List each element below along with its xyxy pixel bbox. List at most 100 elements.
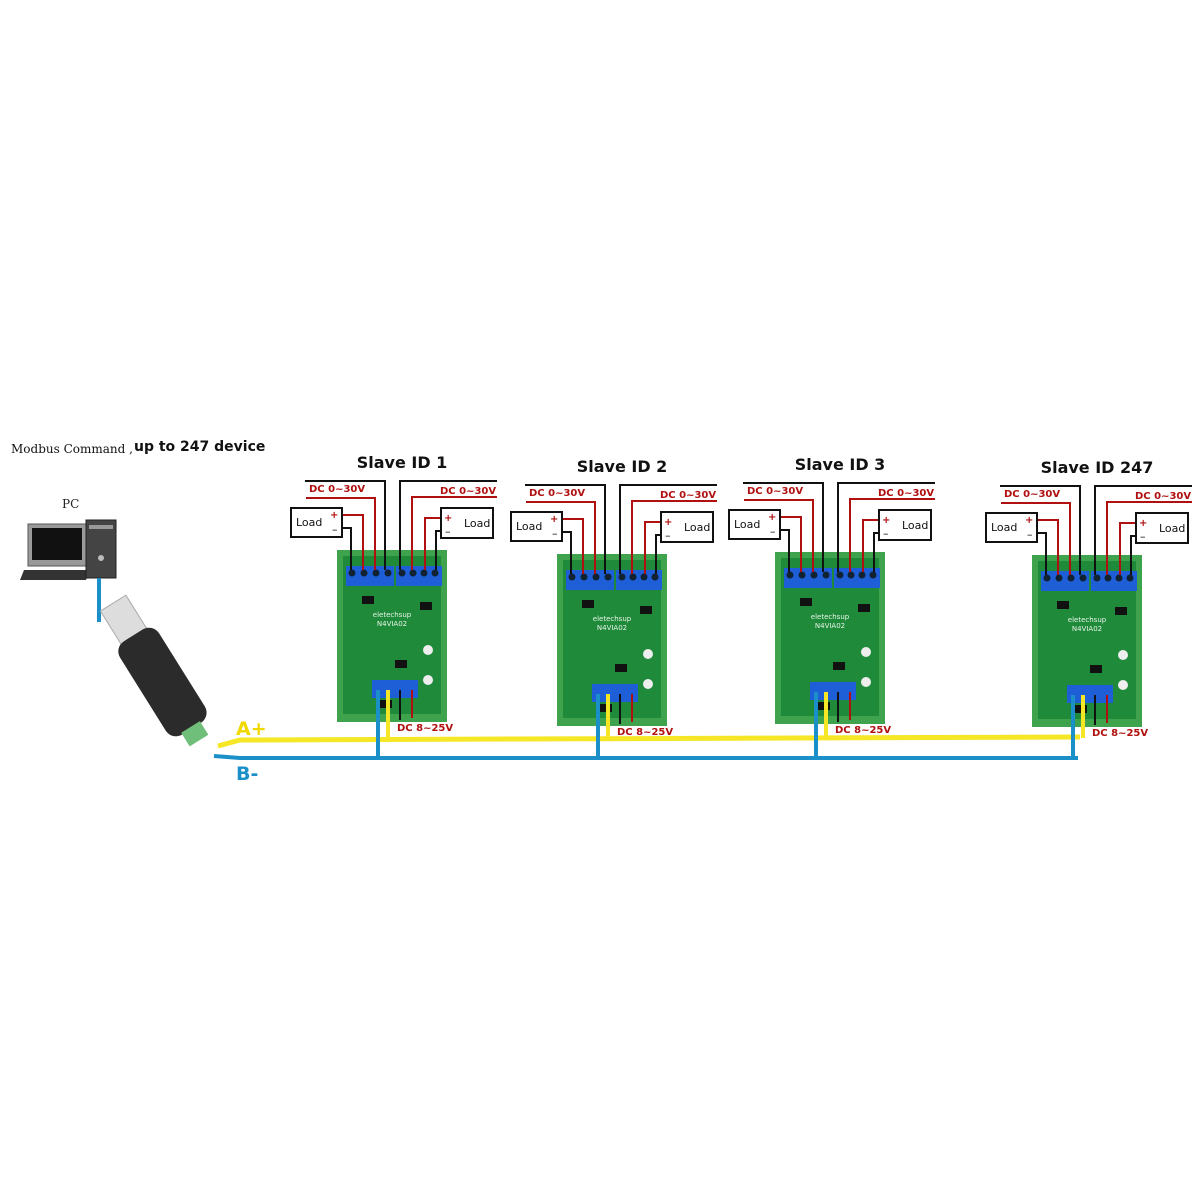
power-bus-terminal-block <box>592 684 638 702</box>
screw-terminal <box>409 569 417 577</box>
pc-computer-icon: PC <box>20 497 117 580</box>
pc-label: PC <box>62 497 79 511</box>
board-model-label: N4VIA02 <box>815 622 845 630</box>
supply-wire-right-negative <box>399 480 497 570</box>
led-indicator <box>423 645 433 655</box>
board-brand-label: eletechsup <box>811 613 850 621</box>
screw-terminal <box>822 571 830 579</box>
screw-terminal <box>858 571 866 579</box>
capacity-label: up to 247 device <box>134 439 265 455</box>
supply-label-left: DC 0~30V <box>529 488 585 499</box>
load-box-left <box>728 509 781 540</box>
load-wire-right-positive <box>1119 522 1136 575</box>
chip <box>1090 665 1102 673</box>
screw-terminal <box>1067 574 1075 582</box>
plus-sign: + <box>768 512 776 523</box>
plus-sign: + <box>1025 515 1033 526</box>
chip <box>362 596 374 604</box>
power-supply-label: DC 8~25V <box>397 723 453 734</box>
supply-label-left: DC 0~30V <box>1004 489 1060 500</box>
board-model-label: N4VIA02 <box>377 620 407 628</box>
screw-terminal <box>1043 574 1051 582</box>
screw-terminal <box>1115 574 1123 582</box>
load-box-right <box>878 509 932 541</box>
slave-title: Slave ID 1 <box>357 453 448 472</box>
board-model-label: N4VIA02 <box>1072 625 1102 633</box>
power-bus-terminal-block <box>372 680 418 698</box>
screw-terminal <box>847 571 855 579</box>
load-label-left: Load <box>516 520 542 533</box>
supply-wire-left-positive <box>306 497 376 570</box>
load-box-left <box>510 511 563 542</box>
led-indicator <box>861 647 871 657</box>
chip <box>833 662 845 670</box>
load-wire-right-positive <box>862 519 879 572</box>
chip <box>615 664 627 672</box>
supply-wire-right-negative <box>837 482 935 572</box>
load-wire-left-negative <box>562 531 572 574</box>
plus-sign: + <box>330 510 338 521</box>
board-brand-label: eletechsup <box>373 611 412 619</box>
screw-terminal <box>798 571 806 579</box>
chip <box>640 606 652 614</box>
load-box-right <box>440 507 494 539</box>
load-label-right: Load <box>464 517 490 530</box>
screw-terminal <box>1079 574 1087 582</box>
load-box-left <box>985 512 1038 543</box>
supply-wire-left-negative <box>305 480 386 570</box>
terminal-block-left <box>346 566 394 586</box>
screw-terminal <box>420 569 428 577</box>
load-wire-left-negative <box>780 529 790 572</box>
load-label-right: Load <box>1159 522 1185 535</box>
screw-terminal <box>618 573 626 581</box>
load-label-left: Load <box>296 516 322 529</box>
screw-terminal <box>1055 574 1063 582</box>
chip <box>858 604 870 612</box>
terminal-block-right <box>834 568 880 588</box>
b-minus-label: B- <box>236 763 258 785</box>
load-wire-right-negative <box>873 532 879 572</box>
load-wire-left-positive <box>342 514 364 570</box>
led-indicator <box>423 675 433 685</box>
screw-terminal <box>604 573 612 581</box>
terminal-block-left <box>1041 571 1089 591</box>
load-wire-right-positive <box>424 517 441 570</box>
supply-wire-left-negative <box>525 484 606 574</box>
supply-label-left: DC 0~30V <box>747 486 803 497</box>
power-supply-label: DC 8~25V <box>835 725 891 736</box>
led-indicator <box>861 677 871 687</box>
slave-title: Slave ID 3 <box>795 455 886 474</box>
supply-label-right: DC 0~30V <box>440 486 496 497</box>
led-indicator <box>1118 650 1128 660</box>
supply-label-left: DC 0~30V <box>309 484 365 495</box>
screw-terminal <box>810 571 818 579</box>
usb-rs485-adapter-icon <box>99 594 209 747</box>
power-supply-label: DC 8~25V <box>617 727 673 738</box>
supply-label-right: DC 0~30V <box>878 488 934 499</box>
supply-wire-right-positive <box>631 500 717 574</box>
screw-terminal <box>360 569 368 577</box>
minus-sign: – <box>665 529 671 542</box>
load-box-right <box>1135 512 1189 544</box>
screw-terminal <box>786 571 794 579</box>
minus-sign: – <box>770 525 776 538</box>
plus-sign: + <box>664 517 672 528</box>
minus-sign: – <box>1140 530 1146 543</box>
chip <box>395 660 407 668</box>
supply-wire-right-negative <box>619 484 717 574</box>
load-label-right: Load <box>902 519 928 532</box>
load-wire-left-positive <box>562 518 584 574</box>
slave-title: Slave ID 247 <box>1041 458 1154 477</box>
terminal-block-right <box>1091 571 1137 591</box>
load-wire-right-negative <box>435 530 441 570</box>
led-indicator <box>1118 680 1128 690</box>
screw-terminal <box>592 573 600 581</box>
b-minus-bus-wire <box>213 754 1078 760</box>
load-wire-left-positive <box>1037 519 1059 575</box>
minus-sign: – <box>552 527 558 540</box>
power-supply-label: DC 8~25V <box>1092 728 1148 739</box>
supply-wire-right-negative <box>1094 485 1192 575</box>
a-plus-label: A+ <box>236 718 267 740</box>
